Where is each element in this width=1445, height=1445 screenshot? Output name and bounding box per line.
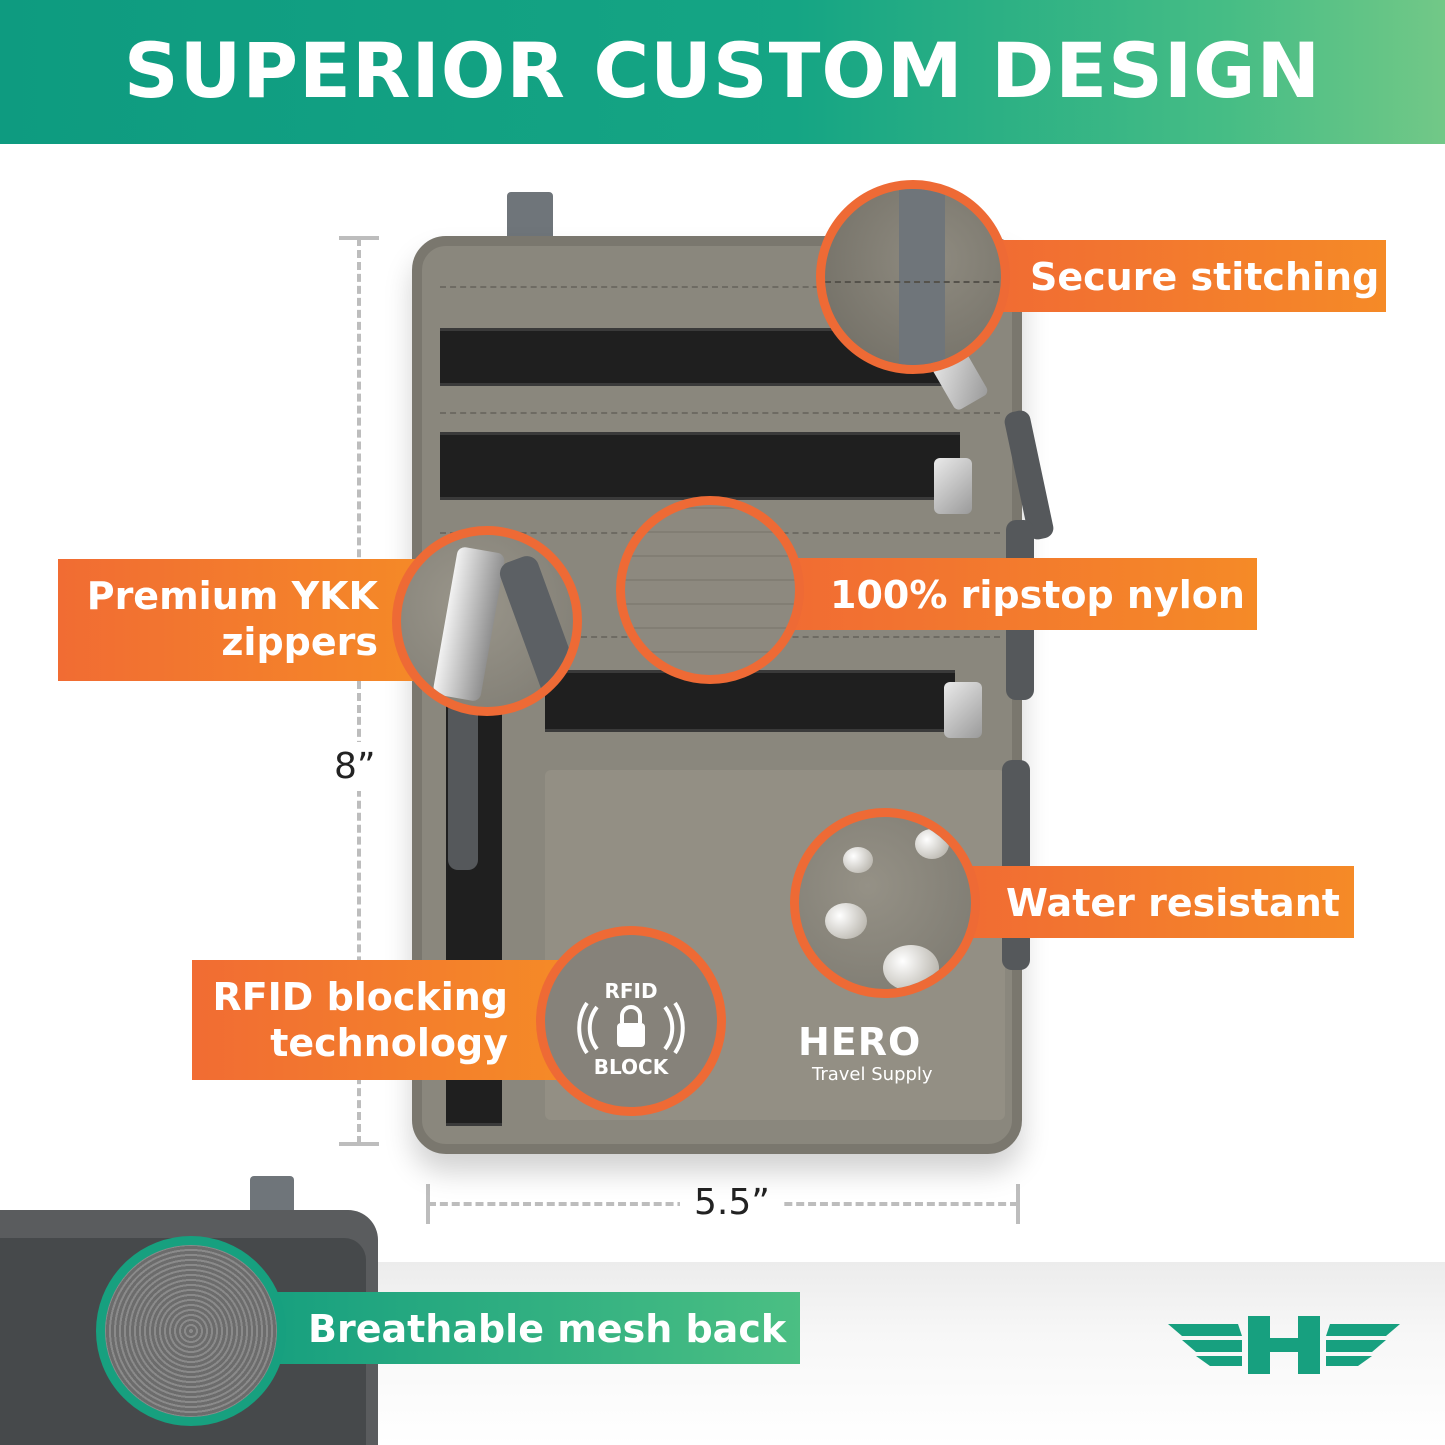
callout-circle-zipper-detail — [392, 526, 582, 716]
hero-wings-logo-icon — [1168, 1316, 1400, 1374]
callout-circle-water-detail — [790, 808, 980, 998]
callout-text: 100% ripstop nylon — [830, 573, 1245, 617]
zipper-3 — [545, 670, 955, 732]
lock-icon — [577, 1001, 685, 1055]
callout-circle-rfid-badge: RFID BLOCK — [536, 926, 726, 1116]
zipper-pull — [448, 700, 478, 870]
callout-label-rfid-blocking: RFID blocking technology — [192, 960, 562, 1080]
brand-name: HERO — [798, 1020, 922, 1064]
callout-text-line-2: zippers — [221, 620, 378, 664]
callout-text: Breathable mesh back — [308, 1307, 787, 1351]
callout-circle-stitching-detail — [816, 180, 1010, 374]
callout-text: Water resistant — [1006, 881, 1340, 925]
callout-text-line-2: technology — [270, 1021, 508, 1065]
water-droplet — [915, 829, 949, 859]
stitch-seam — [440, 286, 1000, 288]
callout-label-ripstop-nylon: 100% ripstop nylon — [790, 558, 1257, 630]
height-dimension-line — [357, 238, 361, 1144]
strap-detail — [899, 189, 945, 365]
water-droplet — [843, 847, 873, 873]
stitch-seam — [440, 412, 1000, 414]
callout-circle-nylon-detail — [616, 496, 804, 684]
height-dimension-cap-bottom — [339, 1142, 379, 1146]
width-dimension-cap-right — [1016, 1184, 1020, 1224]
callout-label-mesh-back: Breathable mesh back — [270, 1292, 800, 1364]
width-dimension-label: 5.5” — [680, 1182, 784, 1223]
brand-subtitle: Travel Supply — [812, 1064, 933, 1085]
water-droplet — [825, 903, 867, 939]
zipper-pull-detail — [496, 552, 573, 707]
zipper-pull — [1002, 760, 1030, 970]
width-dimension-cap-left — [426, 1184, 430, 1224]
callout-text: Secure stitching — [1030, 255, 1380, 299]
callout-circle-mesh-detail — [96, 1236, 286, 1426]
stitch-detail — [825, 281, 1001, 283]
height-dimension-label: 8” — [332, 742, 378, 791]
ykk-slider-detail — [432, 545, 506, 703]
zipper-2 — [440, 432, 960, 500]
page-title: SUPERIOR CUSTOM DESIGN — [123, 26, 1322, 115]
zipper-slider — [944, 682, 982, 738]
callout-text-line-1: RFID blocking — [212, 975, 508, 1019]
height-dimension-cap-top — [339, 236, 379, 240]
rfid-badge-bottom: BLOCK — [593, 1055, 669, 1079]
hero-brand-mark: HERO Travel Supply — [772, 1020, 992, 1090]
water-droplet — [883, 945, 939, 989]
zipper-slider — [934, 458, 972, 514]
callout-label-water-resistant: Water resistant — [968, 866, 1354, 938]
callout-label-ykk-zippers: Premium YKK zippers — [58, 559, 428, 681]
callout-label-secure-stitching: Secure stitching — [1000, 240, 1386, 312]
rfid-badge-top: RFID — [604, 979, 658, 1003]
header-banner: SUPERIOR CUSTOM DESIGN — [0, 0, 1445, 144]
callout-text-line-1: Premium YKK — [86, 574, 378, 618]
